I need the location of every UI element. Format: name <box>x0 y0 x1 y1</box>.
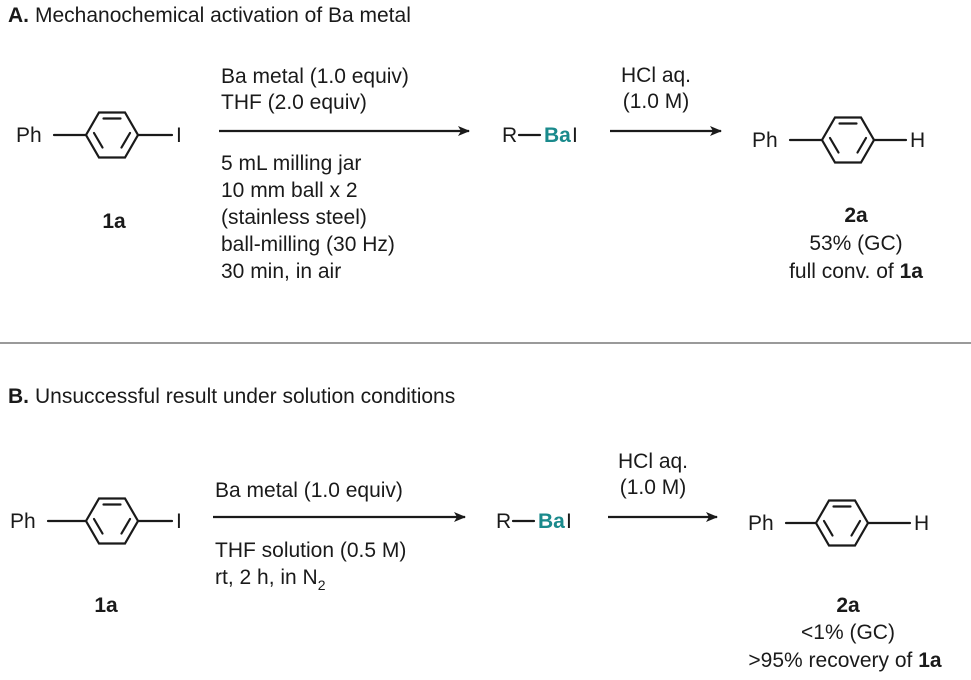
panel-a-title: Mechanochemical activation of Ba metal <box>35 4 411 27</box>
product-2a-structure: Ph H <box>752 116 925 164</box>
arrow1-condition-3: (stainless steel) <box>221 206 367 229</box>
product-ph-label-b: Ph <box>748 512 774 535</box>
arrow1-condition-1: 5 mL milling jar <box>221 152 361 175</box>
product-yield-b: <1% (GC) <box>801 621 895 644</box>
reactant-1a-structure-b: Ph I <box>10 497 182 545</box>
reactant-1a-structure: Ph I <box>16 111 182 159</box>
reactant-iodo-label: I <box>176 124 182 147</box>
product-compound-label-b: 2a <box>836 594 860 617</box>
product-compound-label: 2a <box>844 204 868 227</box>
reactant-compound-label: 1a <box>102 210 126 233</box>
product-conversion-note: full conv. of 1a <box>789 260 923 283</box>
arrow1-reagent-1-b: Ba metal (1.0 equiv) <box>215 479 403 502</box>
intermediate-ba-label-b: Ba <box>538 510 565 533</box>
product-ph-label: Ph <box>752 129 778 152</box>
panel-b: B. Unsuccessful result under solution con… <box>8 385 942 672</box>
product-2a-structure-b: Ph H <box>748 499 929 547</box>
intermediate-rbai-b: R Ba I <box>496 510 572 533</box>
reactant-iodo-label-b: I <box>176 510 182 533</box>
arrow1-condition-1-b: THF solution (0.5 M) <box>215 539 406 562</box>
product-h-label: H <box>910 129 925 152</box>
arrow2-reagent-2: (1.0 M) <box>623 90 690 113</box>
intermediate-rbai: R Ba I <box>502 124 578 147</box>
arrow1-condition-4: ball-milling (30 Hz) <box>221 233 395 256</box>
arrow1-condition-5: 30 min, in air <box>221 260 341 283</box>
reactant-compound-label-b: 1a <box>94 594 118 617</box>
panel-a: A. Mechanochemical activation of Ba metal… <box>8 4 925 283</box>
panel-b-heading: B. Unsuccessful result under solution con… <box>8 385 455 408</box>
arrow2-reagent-1-b: HCl aq. <box>618 450 688 473</box>
intermediate-r-label: R <box>502 124 517 147</box>
intermediate-i-label-b: I <box>566 510 572 533</box>
arrow1-condition-2-b: rt, 2 h, in N2 <box>215 566 326 593</box>
reactant-ph-label-b: Ph <box>10 510 36 533</box>
arrow2-reagent-1: HCl aq. <box>621 64 691 87</box>
intermediate-ba-label: Ba <box>544 124 571 147</box>
product-yield: 53% (GC) <box>809 232 902 255</box>
panel-a-heading: A. Mechanochemical activation of Ba metal <box>8 4 411 27</box>
arrow1-reagent-2: THF (2.0 equiv) <box>221 91 367 114</box>
arrow1-condition-2: 10 mm ball x 2 <box>221 179 358 202</box>
panel-b-letter: B. <box>8 385 29 408</box>
intermediate-i-label: I <box>572 124 578 147</box>
arrow1-reagent-1: Ba metal (1.0 equiv) <box>221 65 409 88</box>
intermediate-r-label-b: R <box>496 510 511 533</box>
product-h-label-b: H <box>914 512 929 535</box>
reactant-ph-label: Ph <box>16 124 42 147</box>
panel-a-letter: A. <box>8 4 29 27</box>
arrow2-reagent-2-b: (1.0 M) <box>620 476 687 499</box>
product-recovery-note-b: >95% recovery of 1a <box>748 649 942 672</box>
panel-b-title: Unsuccessful result under solution condi… <box>35 385 455 408</box>
